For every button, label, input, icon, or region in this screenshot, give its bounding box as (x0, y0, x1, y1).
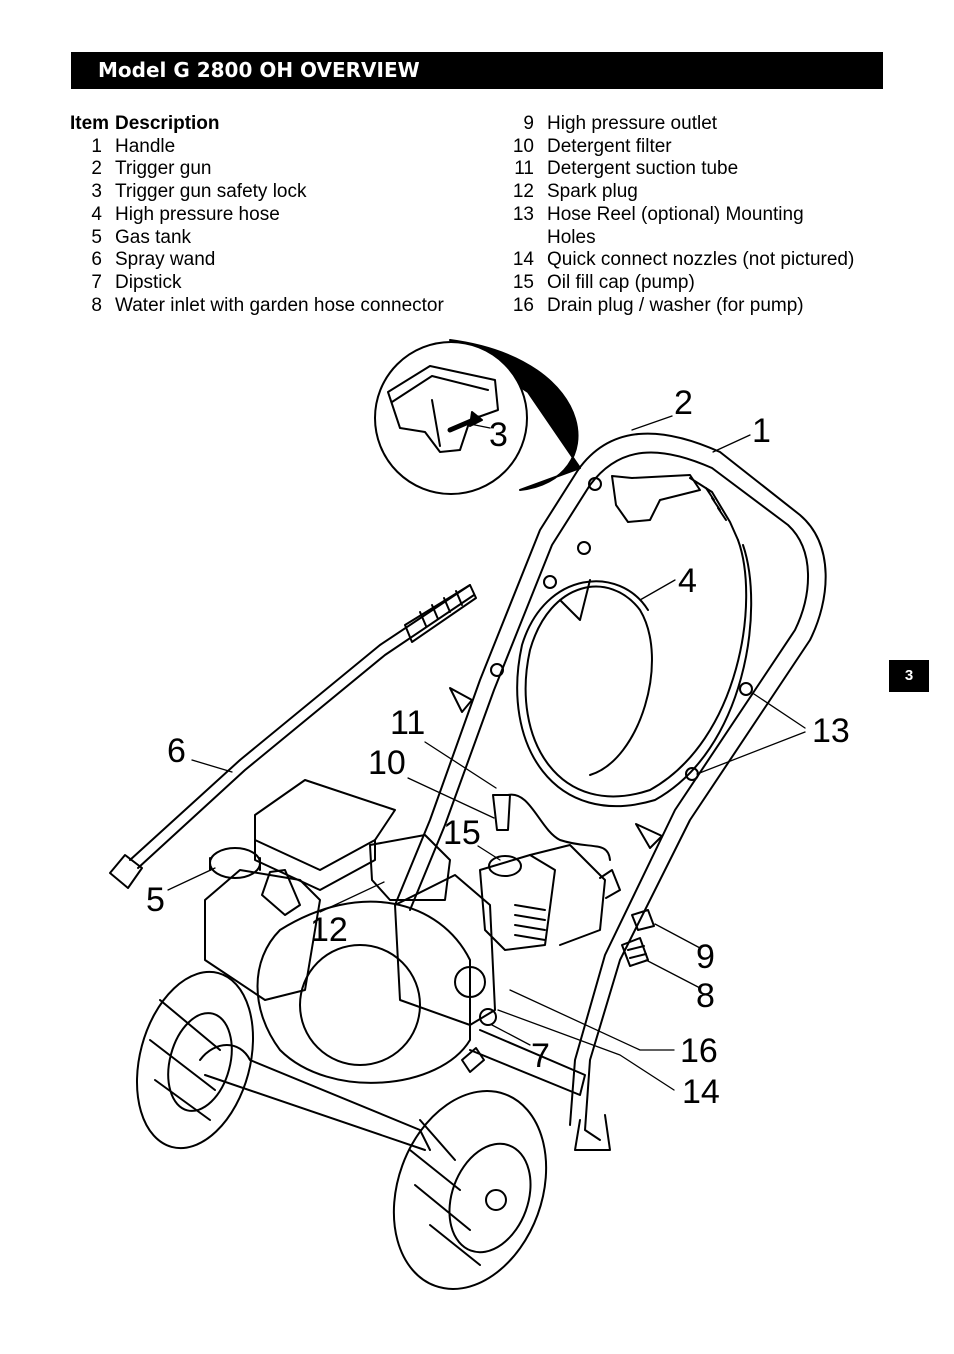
page-number-tab: 3 (889, 660, 929, 692)
callout-15: 15 (443, 814, 481, 852)
list-item: 13 Hose Reel (optional) Mounting (502, 204, 854, 227)
item-description: High pressure outlet (547, 113, 718, 134)
trigger-gun (611, 474, 739, 541)
high-pressure-hose (516, 539, 753, 807)
list-item: 8 Water inlet with garden hose connector (70, 294, 444, 318)
item-number: 13 (512, 203, 534, 225)
item-description: Trigger gun safety lock (115, 181, 307, 203)
outlet-inlet-fittings (621, 909, 655, 967)
list-item: 14 Quick connect nozzles (not pictured) (502, 249, 854, 272)
list-item: 16 Drain plug / washer (for pump) (502, 295, 854, 318)
callout-leader-lines (167, 415, 806, 1091)
callout-1: 1 (752, 412, 771, 450)
callout-13: 13 (812, 712, 850, 750)
callout-8: 8 (696, 977, 715, 1015)
callout-10: 10 (368, 744, 406, 782)
callout-3: 3 (489, 416, 508, 454)
callout-9: 9 (696, 938, 715, 976)
callout-12: 12 (310, 911, 348, 949)
item-description: Trigger gun (115, 158, 212, 180)
callout-14: 14 (682, 1073, 720, 1111)
list-item: 15 Oil fill cap (pump) (502, 272, 854, 295)
item-list-header: Item Description (70, 113, 444, 136)
item-description: Detergent suction tube (547, 158, 739, 180)
base-and-wheels (135, 970, 586, 1290)
list-item: 3 Trigger gun safety lock (70, 181, 444, 204)
callout-4: 4 (678, 562, 697, 600)
item-number: 9 (523, 113, 534, 134)
item-description: High pressure hose (115, 203, 280, 225)
callout-5: 5 (146, 881, 165, 919)
item-number: 1 (91, 135, 102, 157)
item-number: 16 (512, 294, 534, 316)
list-item-continuation: Holes (502, 227, 854, 250)
list-item: 7 Dipstick (70, 272, 444, 295)
list-item: 2 Trigger gun (70, 158, 444, 181)
callout-6: 6 (167, 732, 186, 770)
list-item: 10 Detergent filter (502, 136, 854, 159)
item-number: 7 (91, 271, 102, 293)
item-description: Gas tank (115, 226, 192, 248)
item-description: Handle (115, 135, 176, 157)
spray-wand (109, 584, 477, 889)
item-description: Drain plug / washer (for pump) (547, 294, 804, 316)
list-item: 12 Spark plug (502, 181, 854, 204)
item-number: 10 (512, 135, 534, 157)
item-description: Water inlet with garden hose connector (115, 294, 444, 316)
item-number: 15 (512, 271, 534, 293)
item-description: Oil fill cap (pump) (547, 271, 695, 293)
list-item: 6 Spray wand (70, 249, 444, 272)
item-description: Spark plug (547, 181, 638, 203)
item-number: 2 (91, 158, 102, 180)
item-number: 4 (91, 203, 102, 225)
section-title-bar: Model G 2800 OH OVERVIEW (71, 52, 883, 89)
item-description: Spray wand (115, 249, 216, 271)
pump (461, 793, 621, 1073)
callout-16: 16 (680, 1032, 718, 1070)
trigger-lock-detail-inset (374, 339, 581, 495)
engine (204, 779, 496, 1084)
callout-11: 11 (390, 704, 425, 742)
item-description: Hose Reel (optional) Mounting (547, 203, 804, 225)
item-number: 8 (91, 294, 102, 316)
list-item: 9 High pressure outlet (502, 113, 854, 136)
item-description: Dipstick (115, 271, 182, 293)
item-number: 12 (512, 181, 534, 203)
item-list-right: 9 High pressure outlet 10 Detergent filter… (502, 113, 854, 317)
item-description: Detergent filter (547, 135, 672, 157)
item-column-header: Item (70, 113, 110, 134)
callout-7: 7 (531, 1037, 550, 1075)
item-number: 14 (512, 249, 534, 271)
list-item: 11 Detergent suction tube (502, 158, 854, 181)
page-title: Model G 2800 OH OVERVIEW (98, 58, 420, 82)
item-number: 5 (91, 226, 102, 248)
description-column-header: Description (115, 113, 220, 134)
item-number: 6 (91, 249, 102, 271)
list-item: 1 Handle (70, 136, 444, 159)
list-item: 5 Gas tank (70, 227, 444, 250)
item-description: Quick connect nozzles (not pictured) (547, 249, 855, 271)
item-description: Holes (547, 226, 596, 248)
item-number: 11 (514, 158, 534, 180)
list-item: 4 High pressure hose (70, 204, 444, 227)
callout-2: 2 (674, 384, 693, 422)
handle-frame (394, 432, 827, 1151)
item-number: 3 (91, 181, 102, 203)
